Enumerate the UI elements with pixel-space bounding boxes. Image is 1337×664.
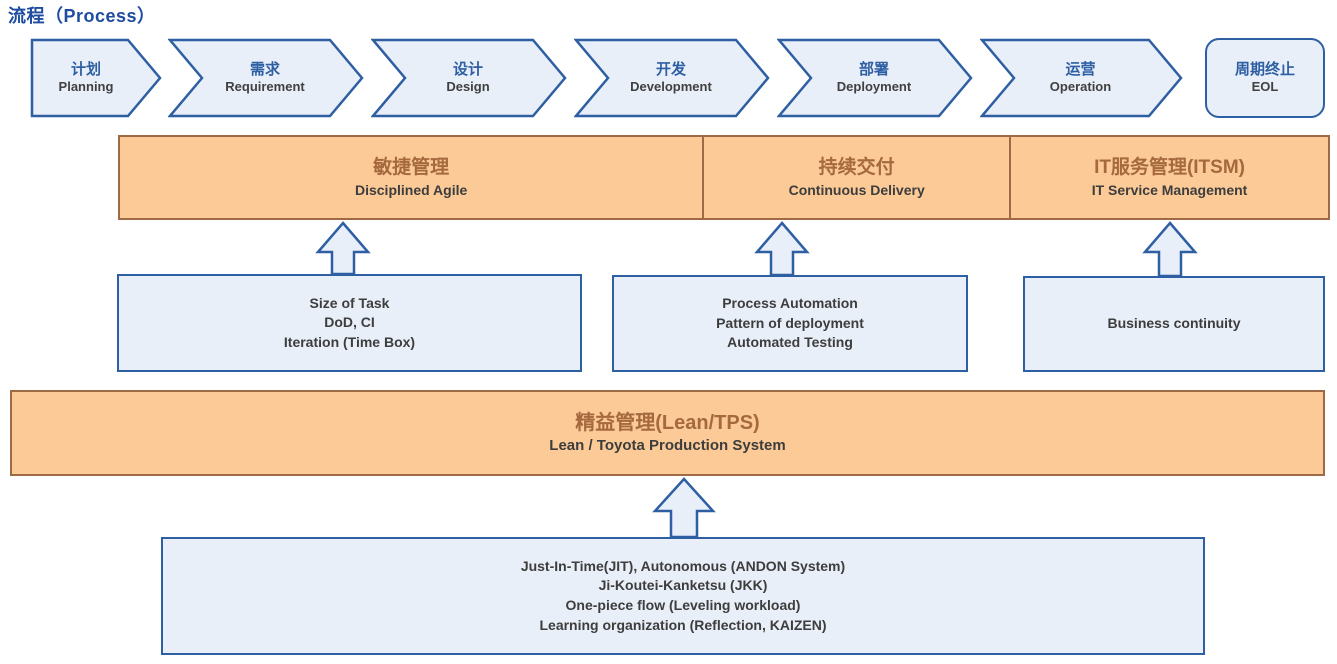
process-step-design: 设计 Design <box>371 38 567 118</box>
process-step-development: 开发 Development <box>574 38 770 118</box>
detail-line: Process Automation <box>722 295 858 312</box>
practice-label-en: IT Service Management <box>1091 181 1248 198</box>
chevron-shape <box>30 38 162 118</box>
detail-box-agile: Size of Task DoD, CI Iteration (Time Box… <box>117 274 582 372</box>
chevron-shape <box>980 38 1183 118</box>
step-label-cn: 开发 <box>655 60 686 78</box>
practice-section-disciplined-agile: 敏捷管理 Disciplined Agile <box>120 137 702 218</box>
chevron-shape <box>777 38 973 118</box>
practice-section-continuous-delivery: 持续交付 Continuous Delivery <box>702 137 1009 218</box>
detail-line: One-piece flow (Leveling workload) <box>565 597 801 613</box>
step-label-cn: 计划 <box>70 60 101 78</box>
detail-line: Automated Testing <box>727 334 853 351</box>
practice-label-cn: 持续交付 <box>818 157 895 179</box>
process-terminal-eol: 周期终止 EOL <box>1205 38 1325 118</box>
detail-line: Pattern of deployment <box>716 314 864 331</box>
up-arrow-icon <box>754 221 810 276</box>
detail-line: Learning organization (Reflection, KAIZE… <box>539 616 827 633</box>
detail-box-itsm: Business continuity <box>1023 276 1325 372</box>
practice-bar: 敏捷管理 Disciplined Agile 持续交付 Continuous D… <box>118 135 1330 220</box>
step-label-en: Development <box>630 79 712 95</box>
chevron-shape <box>574 38 770 118</box>
detail-line: Iteration (Time Box) <box>283 333 416 350</box>
process-step-requirement: 需求 Requirement <box>168 38 364 118</box>
process-step-planning: 计划 Planning <box>30 38 162 118</box>
step-label-cn: 部署 <box>858 60 889 78</box>
detail-line: Business continuity <box>1107 315 1241 332</box>
page-title: 流程（Process） <box>8 6 156 26</box>
chevron-shape <box>168 38 364 118</box>
lean-label-en: Lean / Toyota Production System <box>549 437 786 455</box>
up-arrow-icon <box>652 477 716 538</box>
step-label-cn: 运营 <box>1065 60 1096 78</box>
lean-bar: 精益管理(Lean/TPS) Lean / Toyota Production … <box>10 390 1325 476</box>
lean-detail-box: Just-In-Time(JIT), Autonomous (ANDON Sys… <box>161 537 1205 655</box>
practice-section-itsm: IT服务管理(ITSM) IT Service Management <box>1009 137 1328 218</box>
detail-line: DoD, CI <box>324 314 375 331</box>
step-label-en: Planning <box>58 79 114 95</box>
detail-box-delivery: Process Automation Pattern of deployment… <box>612 275 968 372</box>
process-step-deployment: 部署 Deployment <box>777 38 973 118</box>
up-arrow-icon <box>1142 221 1198 277</box>
step-label-cn: 需求 <box>249 60 280 78</box>
chevron-shape <box>371 38 567 118</box>
terminal-label-cn: 周期终止 <box>1234 60 1295 78</box>
step-label-cn: 设计 <box>452 60 483 78</box>
detail-line: Ji-Koutei-Kanketsu (JKK) <box>598 577 768 594</box>
practice-label-en: Disciplined Agile <box>354 181 468 198</box>
detail-line: Size of Task <box>309 294 390 311</box>
step-label-en: Design <box>446 79 490 95</box>
practice-label-cn: 敏捷管理 <box>373 157 450 179</box>
process-step-operation: 运营 Operation <box>980 38 1183 118</box>
practice-label-cn: IT服务管理(ITSM) <box>1094 157 1245 179</box>
step-label-en: Deployment <box>836 79 912 95</box>
lean-label-cn: 精益管理(Lean/TPS) <box>575 412 760 435</box>
up-arrow-icon <box>315 221 371 275</box>
practice-label-en: Continuous Delivery <box>788 181 925 198</box>
terminal-label-en: EOL <box>1251 79 1279 95</box>
step-label-en: Requirement <box>225 79 305 95</box>
detail-line: Just-In-Time(JIT), Autonomous (ANDON Sys… <box>520 557 846 574</box>
step-label-en: Operation <box>1049 79 1112 95</box>
